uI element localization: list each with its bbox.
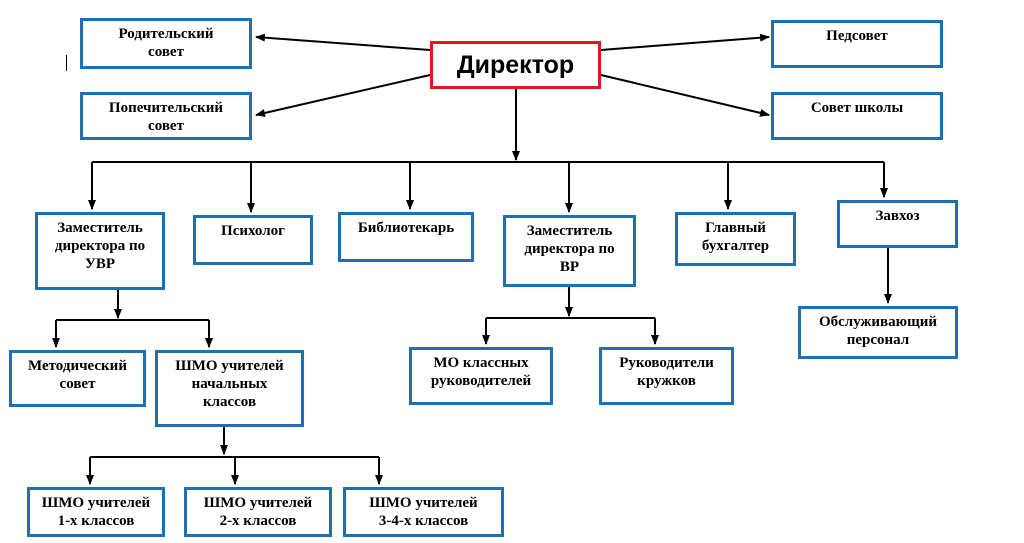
chief-accountant-box: Главный бухгалтер	[675, 212, 796, 266]
chief-accountant-label: Главный бухгалтер	[701, 220, 770, 254]
shmo-primary-box: ШМО учителей начальных классов	[155, 350, 304, 427]
deputy-uvr-box: Заместитель директора по УВР	[35, 212, 165, 290]
mo-class-teachers-label: МО классных руководителей	[430, 355, 532, 389]
pedsovet-box: Педсовет	[771, 20, 943, 68]
arrow-to-parents-council	[255, 33, 431, 51]
shmo-grade1-box: ШМО учителей 1-х классов	[27, 487, 165, 537]
mo-class-teachers-box: МО классных руководителей	[409, 347, 553, 405]
director-label: Директор	[456, 51, 575, 79]
shmo-grade2-label: ШМО учителей 2-х классов	[203, 495, 313, 529]
supply-manager-label: Завхоз	[875, 208, 920, 224]
shmo-grade34-box: ШМО учителей 3-4-х классов	[343, 487, 504, 537]
arrow-to-trustees-council	[255, 74, 431, 117]
stray-mark	[66, 55, 67, 71]
methodical-council-box: Методический совет	[9, 350, 146, 407]
trustees-council-label: Попечительский совет	[108, 100, 224, 134]
parents-council-label: Родительский совет	[118, 26, 214, 60]
school-council-box: Совет школы	[771, 92, 943, 140]
deputy-vr-label: Заместитель директора по ВР	[524, 223, 615, 275]
shmo-grade34-label: ШМО учителей 3-4-х классов	[369, 495, 478, 529]
methodical-council-label: Методический совет	[28, 358, 127, 392]
psychologist-label: Психолог	[221, 223, 285, 239]
librarian-box: Библиотекарь	[338, 212, 474, 262]
service-staff-label: Обслуживающий персонал	[818, 314, 938, 348]
shmo-primary-label: ШМО учителей начальных классов	[175, 358, 284, 410]
club-leaders-box: Руководители кружков	[599, 347, 734, 405]
school-council-label: Совет школы	[810, 100, 904, 116]
arrow-to-pedsovet	[600, 33, 770, 51]
service-staff-box: Обслуживающий персонал	[798, 306, 958, 359]
director-box: Директор	[430, 41, 601, 89]
deputy-uvr-label: Заместитель директора по УВР	[54, 220, 146, 272]
parents-council-box: Родительский совет	[80, 18, 252, 69]
shmo-grade1-label: ШМО учителей 1-х классов	[41, 495, 151, 529]
trustees-council-box: Попечительский совет	[80, 92, 252, 140]
arrow-to-school-council	[600, 74, 770, 117]
psychologist-box: Психолог	[193, 215, 313, 265]
deputy-vr-box: Заместитель директора по ВР	[503, 215, 636, 287]
supply-manager-box: Завхоз	[837, 200, 958, 248]
librarian-label: Библиотекарь	[357, 220, 455, 236]
pedsovet-label: Педсовет	[826, 28, 888, 44]
shmo-grade2-box: ШМО учителей 2-х классов	[184, 487, 332, 537]
club-leaders-label: Руководители кружков	[619, 355, 714, 389]
